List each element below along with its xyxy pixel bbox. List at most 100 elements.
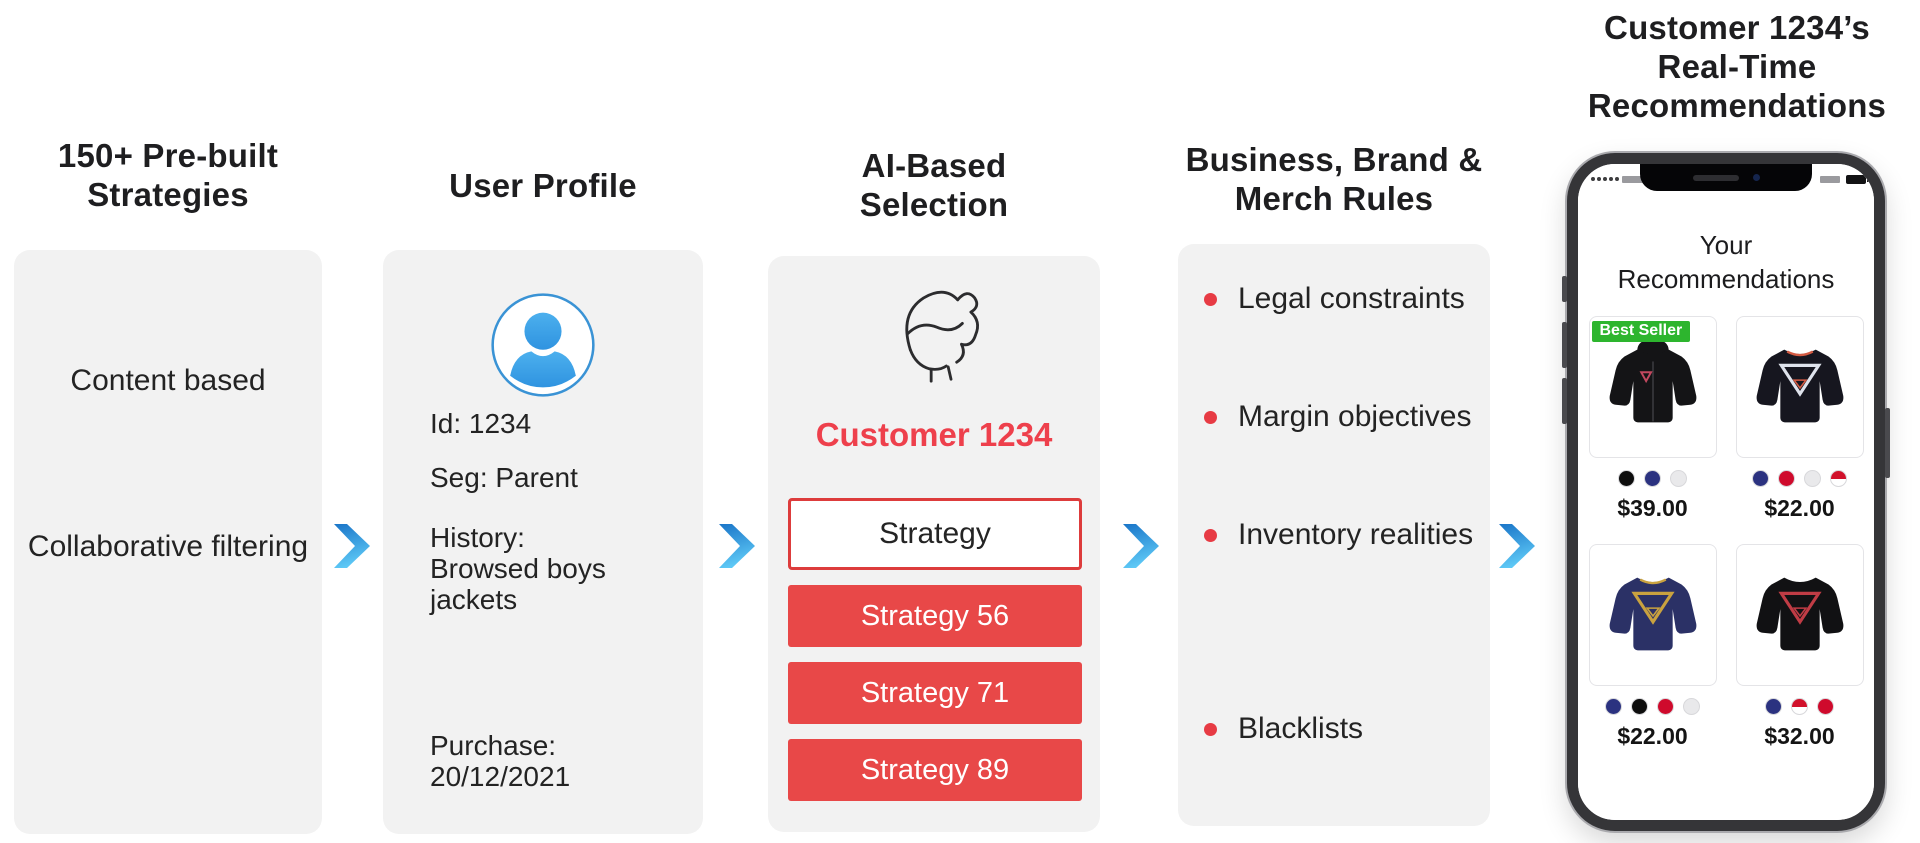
phone-mockup: Your Recommendations Best Seller (1562, 153, 1890, 831)
profile-history-line3: jackets (430, 584, 518, 615)
product-cell-2: $22.00 (1735, 316, 1865, 522)
rules-heading-line2: Merch Rules (1234, 180, 1434, 217)
profile-purchase: Purchase: 20/12/2021 (430, 730, 570, 792)
user-profile-heading: User Profile (383, 166, 703, 205)
rule-inventory-realities: Inventory realities (1204, 516, 1476, 554)
phone-screen: Your Recommendations Best Seller (1578, 164, 1874, 820)
phone-notch (1640, 164, 1812, 191)
phone-page-title: Your Recommendations (1617, 230, 1835, 294)
ai-selection-heading: AI-Based Selection (758, 146, 1110, 224)
profile-history-line1: History: (430, 522, 525, 553)
user-profile-panel: Id: 1234 Seg: Parent History: Browsed bo… (383, 250, 703, 834)
product-image-sweatshirt (1756, 577, 1843, 651)
swatch[interactable] (1765, 698, 1782, 715)
strategy-56-button[interactable]: Strategy 56 (788, 585, 1082, 647)
recommendations-heading-line1: Customer 1234’s (1604, 9, 1870, 46)
strategy-71-button[interactable]: Strategy 71 (788, 662, 1082, 724)
bullet-icon (1204, 411, 1217, 424)
battery-percent-text (1820, 176, 1840, 183)
rules-panel: Legal constraints Margin objectives Inve… (1178, 244, 1490, 826)
selected-strategy-box[interactable]: Strategy (788, 498, 1082, 570)
user-profile-heading-line1: User Profile (449, 167, 637, 204)
swatch[interactable] (1804, 470, 1821, 487)
product-price: $22.00 (1617, 723, 1688, 749)
profile-history: History: Browsed boys jackets (430, 522, 606, 615)
strategy-type-collaborative-filtering: Collaborative filtering (27, 530, 309, 563)
strategies-heading: 150+ Pre-built Strategies (0, 136, 336, 214)
rule-legal-constraints: Legal constraints (1204, 280, 1476, 318)
strategies-heading-line1: 150+ Pre-built (57, 137, 279, 174)
product-card-1[interactable]: Best Seller (1588, 316, 1717, 458)
swatch[interactable] (1817, 698, 1834, 715)
flow-arrow-icon-4 (1499, 524, 1535, 568)
flow-arrow-icon-1 (334, 524, 370, 568)
strategies-heading-line2: Strategies (87, 176, 249, 213)
rule-text: Margin objectives (1238, 400, 1472, 433)
product-cell-3: $22.00 (1588, 544, 1718, 750)
rule-margin-objectives: Margin objectives (1204, 398, 1476, 436)
product-image-tee (1756, 349, 1843, 423)
speaker-icon (1692, 174, 1739, 181)
swatch[interactable] (1830, 470, 1847, 487)
bullet-icon (1204, 293, 1217, 306)
swatch[interactable] (1605, 698, 1622, 715)
strategy-type-content-based: Content based (70, 364, 266, 397)
product-card-2[interactable] (1735, 316, 1864, 458)
ai-selection-panel: Customer 1234 Strategy Strategy 56 Strat… (768, 256, 1100, 832)
product-card-4[interactable] (1735, 544, 1864, 686)
swatch[interactable] (1791, 698, 1808, 715)
carrier-text (1622, 176, 1648, 183)
product-grid: Best Seller $39.00 (1588, 316, 1865, 750)
recommendations-heading-line2: Real-Time (1657, 48, 1817, 85)
customer-woman-icon (882, 270, 986, 392)
phone-mute-switch (1562, 276, 1567, 302)
signal-icon (1591, 177, 1619, 181)
phone-volume-up-button (1562, 322, 1567, 368)
ai-selection-heading-line2: Selection (859, 186, 1009, 223)
swatch[interactable] (1631, 698, 1648, 715)
swatch[interactable] (1618, 470, 1635, 487)
recommendations-heading-line3: Recommendations (1587, 87, 1887, 124)
swatch[interactable] (1644, 470, 1661, 487)
color-swatches (1605, 698, 1700, 715)
rules-heading-line1: Business, Brand & (1185, 141, 1483, 178)
product-image-hoodie (1609, 338, 1696, 423)
product-cell-4: $32.00 (1735, 544, 1865, 750)
swatch[interactable] (1683, 698, 1700, 715)
rules-heading: Business, Brand & Merch Rules (1158, 140, 1510, 218)
strategy-89-button[interactable]: Strategy 89 (788, 739, 1082, 801)
product-price: $39.00 (1617, 495, 1688, 521)
swatch[interactable] (1670, 470, 1687, 487)
swatch[interactable] (1657, 698, 1674, 715)
profile-segment: Seg: Parent (430, 462, 578, 493)
ai-selection-heading-line1: AI-Based (861, 147, 1007, 184)
product-price: $22.00 (1764, 495, 1835, 521)
color-swatches (1765, 698, 1834, 715)
bullet-icon (1204, 529, 1217, 542)
color-swatches (1618, 470, 1687, 487)
profile-history-line2: Browsed boys (430, 553, 606, 584)
product-price: $32.00 (1764, 723, 1835, 749)
swatch[interactable] (1752, 470, 1769, 487)
rule-text: Legal constraints (1238, 282, 1465, 315)
flow-arrow-icon-3 (1123, 524, 1159, 568)
color-swatches (1752, 470, 1847, 487)
camera-icon (1752, 174, 1760, 181)
rule-text: Inventory realities (1238, 518, 1474, 551)
strategies-panel: Content based Collaborative filtering (14, 250, 322, 834)
swatch[interactable] (1778, 470, 1795, 487)
profile-id: Id: 1234 (430, 408, 532, 439)
flow-arrow-icon-2 (719, 524, 755, 568)
product-image-tee (1609, 577, 1696, 651)
product-cell-1: Best Seller $39.00 (1588, 316, 1718, 522)
rule-blacklists: Blacklists (1204, 710, 1476, 748)
user-avatar-icon (490, 292, 596, 398)
recommendations-heading: Customer 1234’s Real-Time Recommendation… (1555, 8, 1919, 125)
phone-power-button (1885, 408, 1890, 478)
profile-purchase-line2: 20/12/2021 (430, 761, 571, 792)
profile-purchase-line1: Purchase: (430, 730, 557, 761)
customer-id-label: Customer 1234 (815, 416, 1053, 453)
phone-volume-down-button (1562, 378, 1567, 424)
product-card-3[interactable] (1588, 544, 1717, 686)
